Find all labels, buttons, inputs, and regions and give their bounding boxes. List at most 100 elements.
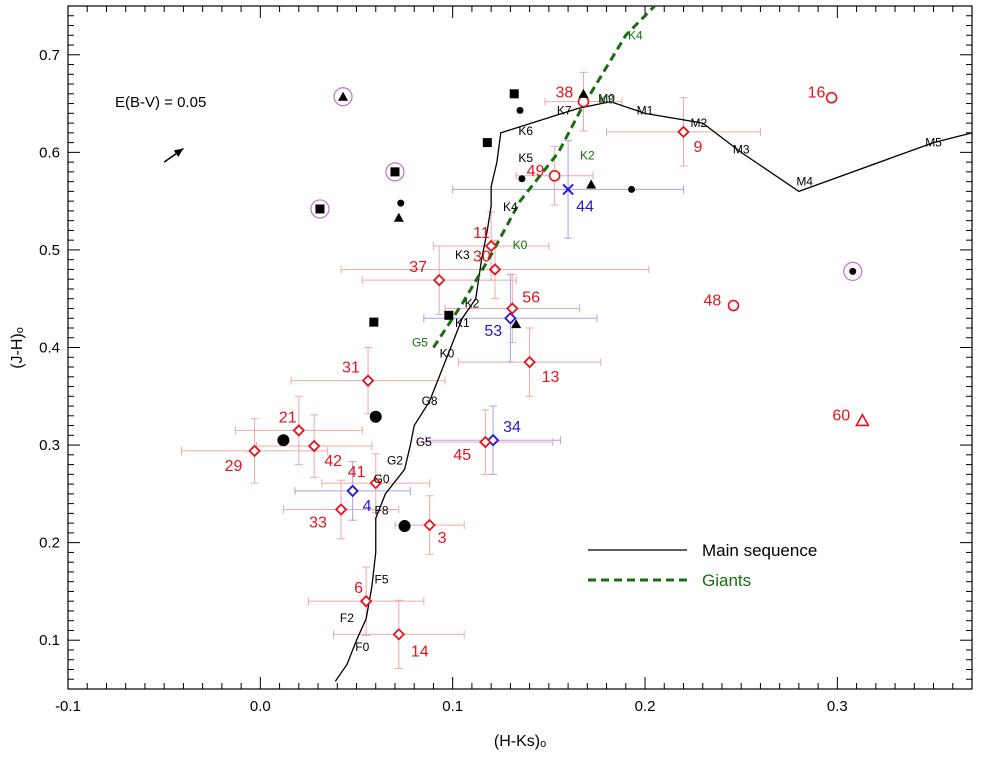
main-sequence-label: K2	[465, 297, 480, 311]
point-label: 29	[225, 458, 243, 475]
point-label: 53	[484, 323, 502, 340]
diamond-marker	[523, 355, 536, 369]
giants-line	[432, 4, 656, 349]
open-circle-marker	[577, 95, 590, 108]
dot-marker	[518, 175, 526, 183]
point-label: 11	[473, 225, 490, 242]
main-sequence-label: F5	[375, 573, 389, 587]
diamond-marker	[504, 311, 517, 325]
diamond-marker	[432, 273, 446, 287]
point-label: 45	[453, 447, 471, 464]
point-label: 13	[542, 369, 560, 386]
main-sequence-label: G2	[387, 454, 403, 468]
point-labels: F0F2F5F8G0G2G5G8K0K1K2K3K4K5K6K7M0M1M2M3…	[225, 28, 943, 660]
point-label: 16	[808, 85, 826, 102]
square-marker	[482, 138, 492, 148]
main-sequence-label: K6	[518, 124, 533, 138]
markers	[248, 87, 870, 641]
main-sequence-line	[334, 100, 973, 682]
point-label: 37	[409, 259, 427, 276]
point-label: 48	[703, 293, 721, 310]
point-label: 38	[555, 85, 573, 102]
open-circle-marker	[825, 91, 838, 104]
square-marker	[390, 167, 400, 177]
giants-label: K4	[628, 28, 643, 42]
main-sequence-label: K7	[557, 103, 572, 117]
point-label: 6	[354, 580, 363, 597]
y-tick-label: 0.3	[39, 437, 60, 454]
square-marker	[509, 89, 519, 99]
axis-ticks	[67, 5, 973, 690]
point-label: 33	[309, 514, 327, 531]
main-sequence-label: M4	[796, 175, 813, 189]
main-sequence-label: K3	[455, 248, 470, 262]
x-tick-label: 0.3	[827, 698, 848, 715]
large-dot-marker	[277, 434, 290, 447]
diamond-marker	[361, 374, 375, 387]
point-label: 44	[576, 198, 594, 215]
point-label: 60	[832, 408, 850, 425]
main-sequence-label: K1	[455, 316, 470, 330]
diamond-marker	[307, 439, 321, 453]
point-label: 4	[363, 498, 372, 515]
main-sequence-label: M2	[691, 116, 708, 130]
point-label: 34	[503, 419, 521, 436]
point-label: 41	[348, 464, 366, 481]
main-sequence-label: G0	[374, 472, 390, 486]
main-sequence-label: M1	[637, 103, 654, 117]
diamond-marker	[248, 444, 261, 458]
diamond-marker	[479, 435, 492, 449]
diamond-marker	[369, 476, 383, 490]
point-label: 3	[438, 530, 447, 547]
x-axis-title: (H-Ks)ₒ	[494, 733, 546, 750]
open-circle-marker	[727, 299, 740, 312]
main-sequence-label: F0	[355, 640, 369, 654]
giants-label: K0	[513, 238, 528, 252]
square-marker	[369, 317, 379, 327]
ring-marker	[385, 162, 405, 182]
x-tick-label: 0.1	[442, 698, 463, 715]
x-tick-label: 0.2	[635, 698, 656, 715]
diamond-marker	[292, 424, 306, 437]
y-tick-label: 0.2	[39, 535, 60, 552]
main-sequence-label: G5	[416, 435, 432, 449]
point-label: 42	[324, 453, 342, 470]
x-tick-labels: -0.1 0.0 0.1 0.2 0.3	[55, 698, 848, 715]
triangle-marker	[393, 212, 404, 222]
y-tick-label: 0.7	[39, 47, 60, 64]
main-sequence-label: K4	[503, 200, 518, 214]
main-sequence-label: F2	[340, 611, 354, 625]
main-sequence-label: F8	[375, 503, 389, 517]
diamond-marker	[677, 125, 690, 139]
square-marker	[315, 204, 325, 214]
point-label: 9	[693, 139, 702, 156]
diamond-marker	[423, 518, 436, 532]
diamond-marker	[334, 503, 348, 516]
y-tick-labels: 0.10.20.30.40.50.60.7	[39, 47, 60, 649]
point-label: 21	[279, 409, 297, 426]
y-tick-label: 0.6	[39, 144, 60, 161]
point-label: 14	[411, 643, 429, 660]
point-label: 30	[473, 248, 491, 265]
ring-marker	[843, 261, 863, 281]
main-sequence-label: M5	[925, 136, 942, 150]
open-triangle-marker	[855, 413, 870, 427]
point-label: 49	[527, 163, 545, 180]
giants-label: K2	[580, 148, 595, 162]
x-tick-label: -0.1	[55, 698, 81, 715]
giants-label: K3	[599, 93, 614, 107]
dot-marker	[397, 199, 405, 207]
point-label: 31	[342, 360, 360, 377]
main-sequence-label: K5	[518, 151, 533, 165]
x-tick-label: 0.0	[250, 698, 271, 715]
diamond-marker	[392, 628, 406, 641]
ring-marker	[310, 199, 330, 219]
main-sequence-label: M0	[598, 92, 615, 106]
y-axis-title: (J-H)ₒ	[9, 327, 26, 369]
triangle-marker	[338, 91, 349, 101]
large-dot-marker	[398, 520, 411, 533]
ring-marker	[333, 87, 353, 107]
dot-marker	[628, 185, 636, 193]
sequence-lines	[334, 4, 973, 682]
